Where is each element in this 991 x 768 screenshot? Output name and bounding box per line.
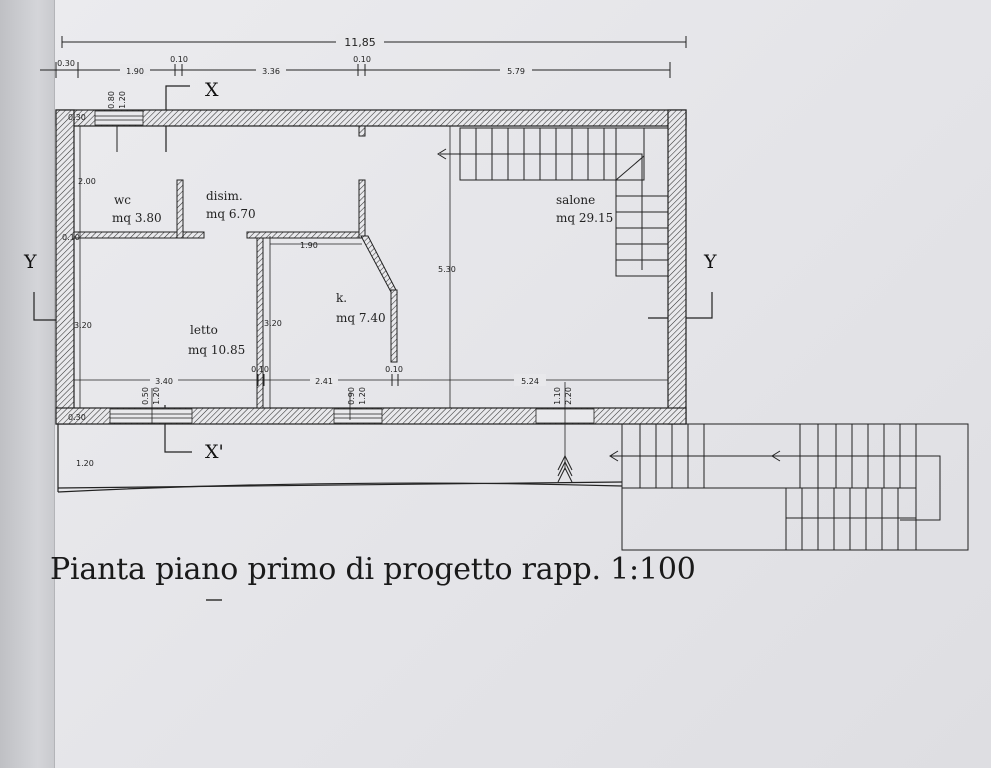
- svg-text:Y: Y: [703, 251, 717, 273]
- svg-text:1.20: 1.20: [152, 387, 161, 405]
- svg-text:1.20: 1.20: [358, 387, 367, 405]
- room-area-kitchen: mq 7.40: [336, 311, 386, 325]
- room-name-wc: wc: [114, 193, 131, 207]
- window-dims-bottom: 0.50 1.20 0.90 1.20 1.10 2.20: [141, 387, 573, 405]
- svg-text:2.41: 2.41: [315, 377, 333, 386]
- dim-top-1: 1.90: [126, 67, 144, 76]
- room-name-disim: disim.: [206, 189, 243, 203]
- dim-top-4: 0.10: [353, 55, 371, 64]
- svg-text:X: X: [205, 79, 219, 101]
- interior-partitions: [73, 125, 398, 409]
- dim-kitchen-width: 1.90: [300, 241, 318, 250]
- dim-top-3: 3.36: [262, 67, 280, 76]
- dim-salone-height: 5.30: [438, 265, 456, 274]
- dim-wall-bottom: 0.30: [68, 413, 86, 422]
- top-dimension-line: 0.30 1.90 0.10 3.36 0.10 5.79: [40, 55, 671, 78]
- exterior-walls: [55, 109, 687, 425]
- bottom-run-dimensions: 3.40 0.10 2.41 0.10 5.24: [150, 365, 546, 386]
- dim-corridor-height: 3.20: [264, 319, 282, 328]
- svg-text:2.20: 2.20: [564, 387, 573, 405]
- dim-top-5: 5.79: [507, 67, 525, 76]
- svg-text:3.40: 3.40: [155, 377, 173, 386]
- svg-text:0.10: 0.10: [385, 365, 403, 374]
- interior-dimension-lines: [74, 126, 668, 470]
- svg-text:5.24: 5.24: [521, 377, 539, 386]
- section-marker-y-left: Y: [23, 251, 56, 321]
- dim-wall-top: 0.30: [68, 113, 86, 122]
- room-area-disim: mq 6.70: [206, 207, 256, 221]
- dim-balcony: 1.20: [76, 459, 94, 468]
- room-area-salone: mq 29.15: [556, 211, 613, 225]
- drawing-caption: Pianta piano primo di progetto rapp. 1:1…: [50, 552, 696, 587]
- dim-wc-height: 2.00: [78, 177, 96, 186]
- dim-letto-height: 3.20: [74, 321, 92, 330]
- dim-partition: 0.10: [62, 233, 80, 242]
- svg-text:0.50: 0.50: [141, 387, 150, 405]
- room-area-letto: mq 10.85: [188, 343, 245, 357]
- room-area-wc: mq 3.80: [112, 211, 162, 225]
- entrance-arrow-icon: [557, 454, 573, 483]
- svg-text:0.90: 0.90: [347, 387, 356, 405]
- overall-dimension-line: 11,85: [61, 34, 687, 49]
- room-name-letto: letto: [190, 323, 218, 337]
- dim-top-0: 0.30: [57, 59, 75, 68]
- exterior-staircase: [609, 423, 969, 551]
- page-gutter: [0, 0, 55, 768]
- room-labels: wc mq 3.80 disim. mq 6.70 salone mq 29.1…: [112, 189, 613, 357]
- room-name-kitchen: k.: [336, 291, 347, 305]
- interior-staircase: [437, 127, 669, 277]
- room-name-salone: salone: [556, 193, 595, 207]
- overall-dimension-label: 11,85: [344, 36, 376, 49]
- svg-text:0.10: 0.10: [251, 365, 269, 374]
- svg-text:1.20: 1.20: [118, 91, 127, 109]
- svg-text:1.10: 1.10: [553, 387, 562, 405]
- svg-text:Y: Y: [23, 251, 37, 273]
- balcony: [57, 424, 623, 493]
- svg-text:X': X': [205, 441, 224, 463]
- dim-top-2: 0.10: [170, 55, 188, 64]
- svg-text:0.80: 0.80: [107, 91, 116, 109]
